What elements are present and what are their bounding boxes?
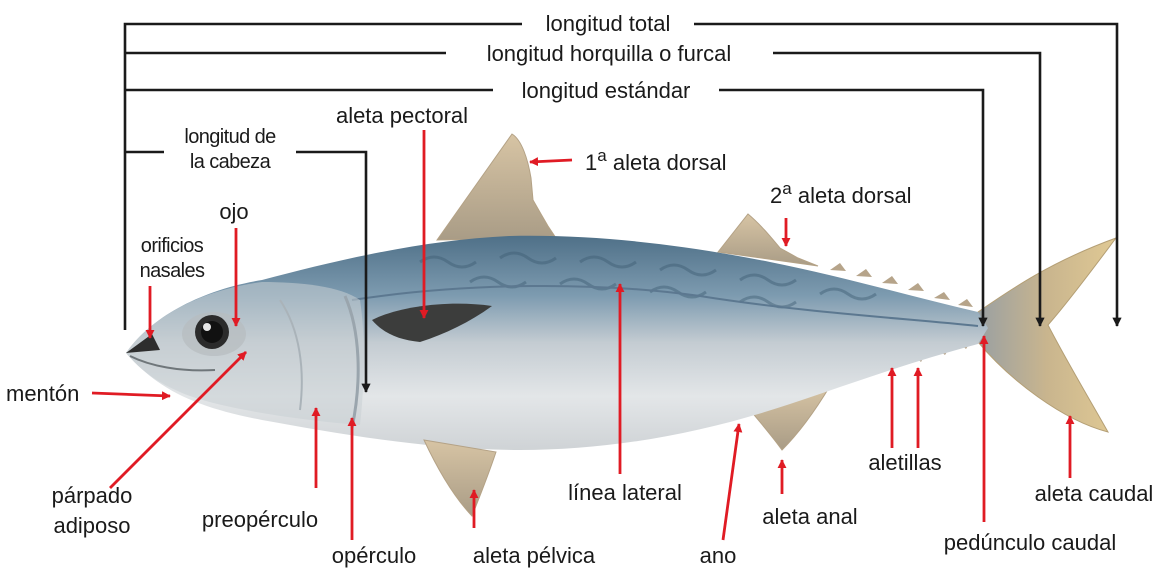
first-dorsal-fin-shape [437, 134, 556, 240]
pelvic-fin-shape [424, 440, 496, 516]
label-chin: mentón [6, 381, 79, 406]
label-eye: ojo [219, 199, 248, 224]
label-head-length-2: la cabeza [190, 151, 272, 173]
label-adipose-eyelid-2: adiposo [53, 513, 130, 538]
label-adipose-eyelid-1: párpado [52, 483, 133, 508]
label-second-dorsal: 2a aleta dorsal [770, 179, 912, 208]
first-dorsal-arrow [530, 160, 572, 162]
second-dorsal-num: 2 [770, 183, 782, 208]
label-caudal-peduncle: pedúnculo caudal [944, 530, 1116, 555]
label-nostrils-1: orificios [141, 235, 204, 257]
label-first-dorsal: 1a aleta dorsal [585, 146, 727, 175]
label-pectoral-fin: aleta pectoral [336, 103, 468, 128]
label-preopercle: preopérculo [202, 507, 318, 532]
first-dorsal-text: aleta dorsal [607, 150, 727, 175]
label-anus: ano [700, 543, 737, 568]
anus-arrow [723, 424, 739, 540]
second-dorsal-text: aleta dorsal [792, 183, 912, 208]
label-pelvic-fin: aleta pélvica [473, 543, 596, 568]
label-opercle: opérculo [332, 543, 416, 568]
label-fork-length: longitud horquilla o furcal [487, 41, 732, 66]
label-anal-fin: aleta anal [762, 504, 857, 529]
label-finlets: aletillas [868, 450, 941, 475]
caudal-fin-shape [978, 238, 1116, 432]
first-dorsal-num: 1 [585, 150, 597, 175]
label-head-length-1: longitud de [184, 126, 276, 148]
label-total-length: longitud total [546, 11, 671, 36]
chin-arrow [92, 393, 170, 396]
label-nostrils-2: nasales [140, 260, 205, 282]
label-caudal-fin: aleta caudal [1035, 481, 1154, 506]
label-lateral-line: línea lateral [568, 480, 682, 505]
label-standard-length: longitud estándar [522, 78, 691, 103]
